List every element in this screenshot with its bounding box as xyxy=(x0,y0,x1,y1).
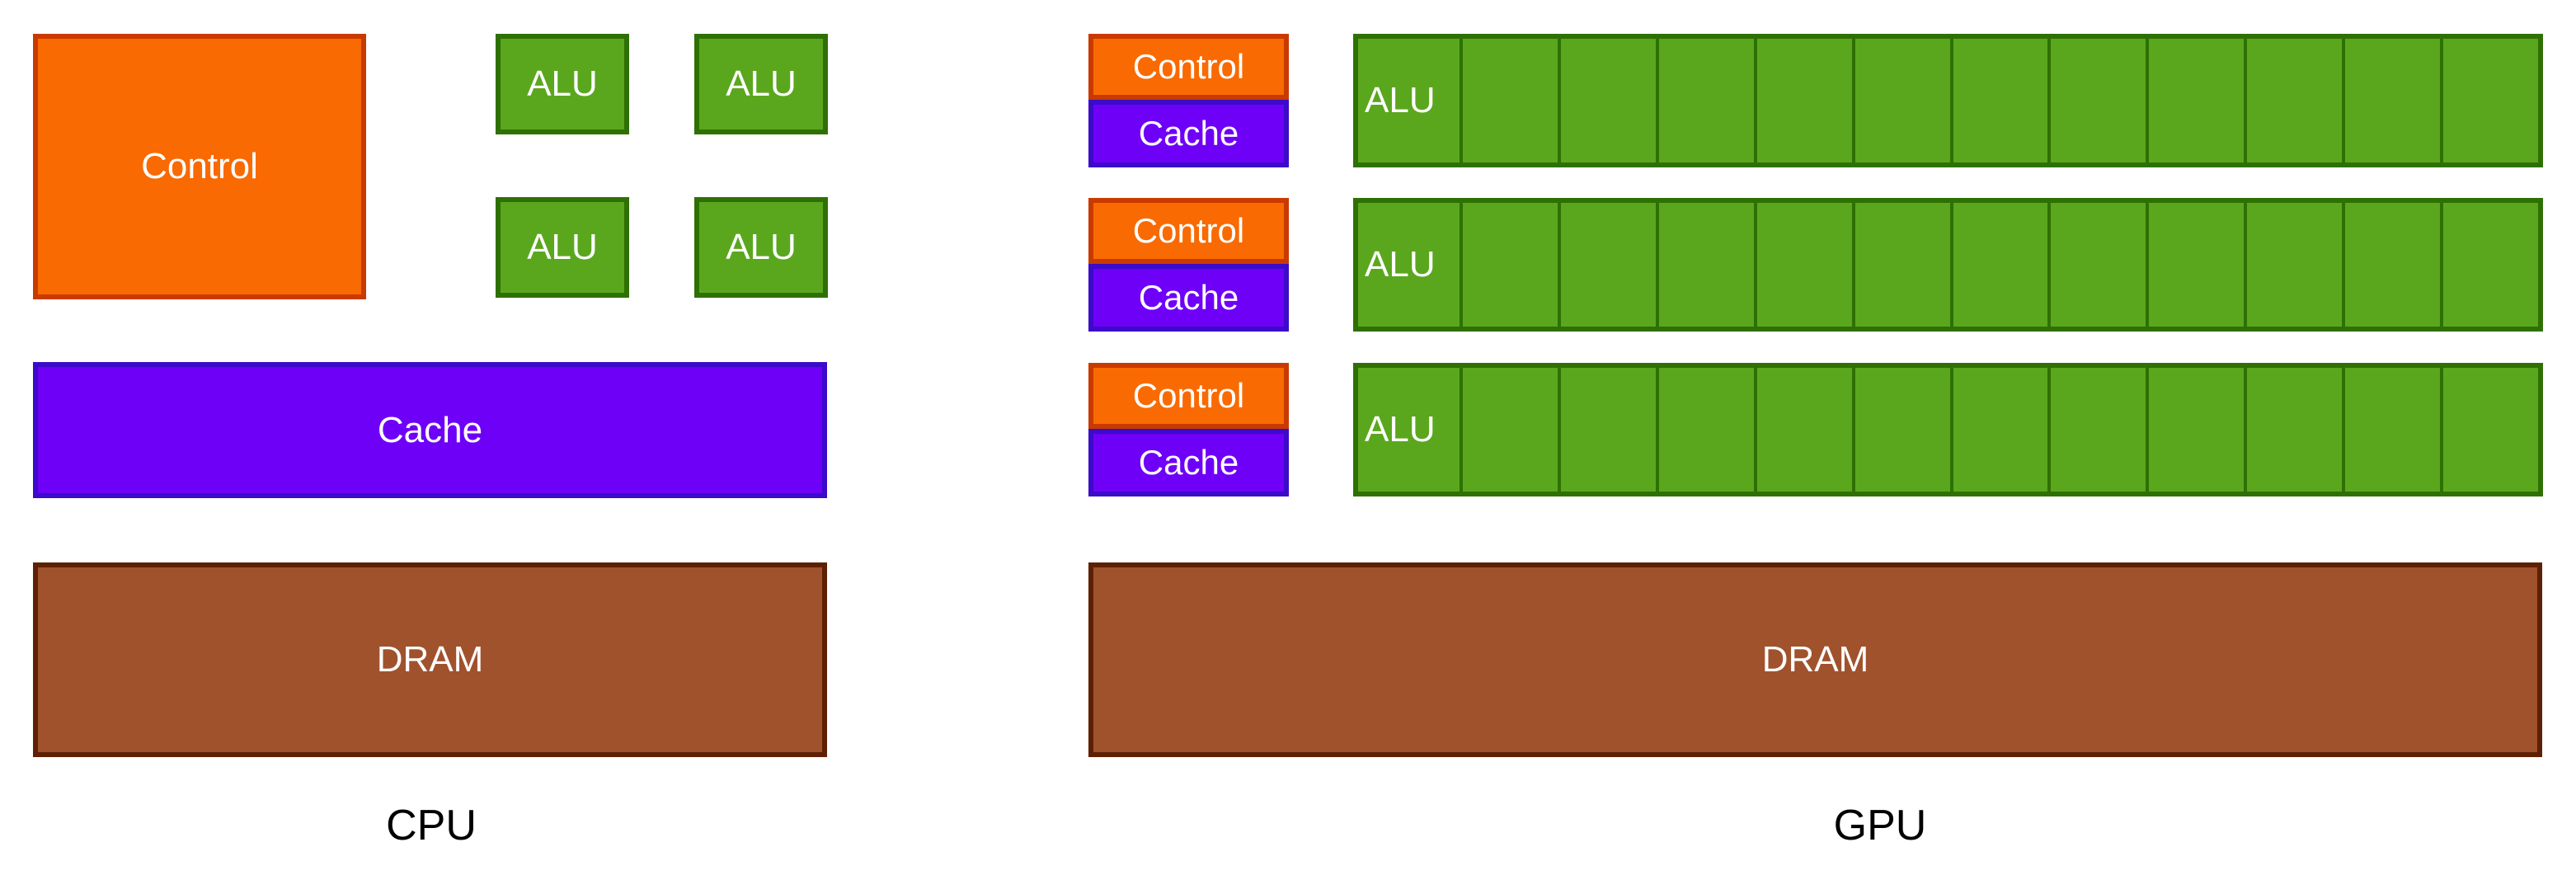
gpu-alu-cell xyxy=(1953,39,2052,162)
gpu-alu-cell xyxy=(1756,39,1855,162)
gpu-alu-cell xyxy=(2149,368,2248,492)
gpu-alu-cell xyxy=(1854,203,1953,327)
gpu-control-label: Control xyxy=(1132,47,1245,86)
gpu-alu-cell xyxy=(1953,203,2052,327)
gpu-sm-row: Control Cache ALU xyxy=(1088,198,2543,332)
cpu-cache-label: Cache xyxy=(377,409,483,450)
gpu-alu-cell xyxy=(1560,203,1659,327)
cpu-alu-block: ALU xyxy=(496,34,629,134)
gpu-alu-cell xyxy=(2345,203,2444,327)
gpu-cache-block: Cache xyxy=(1088,264,1289,332)
gpu-cache-label: Cache xyxy=(1138,443,1239,482)
cpu-alu-label: ALU xyxy=(527,227,598,267)
cpu-alu-block: ALU xyxy=(496,197,629,298)
gpu-alu-cell xyxy=(1560,368,1659,492)
cpu-caption: CPU xyxy=(386,802,477,849)
gpu-alu-cell xyxy=(2051,39,2150,162)
cpu-alu-label: ALU xyxy=(726,227,797,267)
gpu-alu-cell xyxy=(2443,368,2539,492)
cpu-alu-block: ALU xyxy=(694,197,828,298)
gpu-alu-cell: ALU xyxy=(1358,203,1463,327)
gpu-alu-label: ALU xyxy=(1365,80,1436,120)
gpu-alu-cell xyxy=(2247,39,2346,162)
gpu-alu-label: ALU xyxy=(1365,244,1436,285)
gpu-cache-block: Cache xyxy=(1088,429,1289,496)
gpu-alu-cell xyxy=(2345,39,2444,162)
gpu-control-cache-stack: Control Cache xyxy=(1088,198,1289,332)
gpu-alu-cell xyxy=(1756,203,1855,327)
gpu-alu-cell xyxy=(1462,39,1561,162)
gpu-alu-cell xyxy=(1953,368,2052,492)
gpu-alu-cell xyxy=(2149,203,2248,327)
gpu-caption: GPU xyxy=(1833,802,1927,849)
gpu-alu-cell xyxy=(1462,368,1561,492)
gpu-control-label: Control xyxy=(1132,376,1245,415)
gpu-alu-cell: ALU xyxy=(1358,368,1463,492)
gpu-alu-cell xyxy=(2443,39,2539,162)
gpu-dram-label: DRAM xyxy=(1761,639,1869,680)
gpu-alu-label: ALU xyxy=(1365,409,1436,449)
gpu-alu-cell: ALU xyxy=(1358,39,1463,162)
gpu-alu-cell xyxy=(2051,203,2150,327)
cpu-alu-label: ALU xyxy=(726,64,797,104)
gpu-cache-label: Cache xyxy=(1138,278,1239,317)
gpu-alu-cell xyxy=(2443,203,2539,327)
gpu-cache-label: Cache xyxy=(1138,114,1239,153)
gpu-alu-cell xyxy=(2247,203,2346,327)
gpu-alu-cell xyxy=(1756,368,1855,492)
gpu-control-block: Control xyxy=(1088,363,1289,429)
gpu-sm-row: Control Cache ALU xyxy=(1088,363,2543,496)
gpu-control-cache-stack: Control Cache xyxy=(1088,363,1289,496)
cpu-alu-label: ALU xyxy=(527,64,598,104)
cpu-alu-block: ALU xyxy=(694,34,828,134)
cpu-cache-block: Cache xyxy=(33,362,827,498)
gpu-alu-bar: ALU xyxy=(1353,363,2543,496)
gpu-alu-cell xyxy=(1854,39,1953,162)
gpu-alu-cell xyxy=(1658,39,1757,162)
gpu-alu-cell xyxy=(2149,39,2248,162)
gpu-alu-cell xyxy=(2051,368,2150,492)
gpu-alu-bar: ALU xyxy=(1353,34,2543,167)
gpu-alu-cell xyxy=(1462,203,1561,327)
gpu-alu-cell xyxy=(1560,39,1659,162)
gpu-cache-block: Cache xyxy=(1088,100,1289,167)
gpu-control-block: Control xyxy=(1088,34,1289,100)
gpu-control-block: Control xyxy=(1088,198,1289,264)
cpu-dram-block: DRAM xyxy=(33,562,827,757)
gpu-sm-row: Control Cache ALU xyxy=(1088,34,2543,167)
gpu-alu-cell xyxy=(2345,368,2444,492)
cpu-control-block: Control xyxy=(33,34,366,299)
gpu-alu-bar: ALU xyxy=(1353,198,2543,332)
gpu-control-cache-stack: Control Cache xyxy=(1088,34,1289,167)
gpu-alu-cell xyxy=(2247,368,2346,492)
gpu-alu-cell xyxy=(1658,368,1757,492)
gpu-alu-cell xyxy=(1854,368,1953,492)
cpu-dram-label: DRAM xyxy=(376,639,484,680)
gpu-dram-block: DRAM xyxy=(1088,562,2542,757)
cpu-control-label: Control xyxy=(141,146,258,186)
gpu-control-label: Control xyxy=(1132,211,1245,250)
gpu-alu-cell xyxy=(1658,203,1757,327)
